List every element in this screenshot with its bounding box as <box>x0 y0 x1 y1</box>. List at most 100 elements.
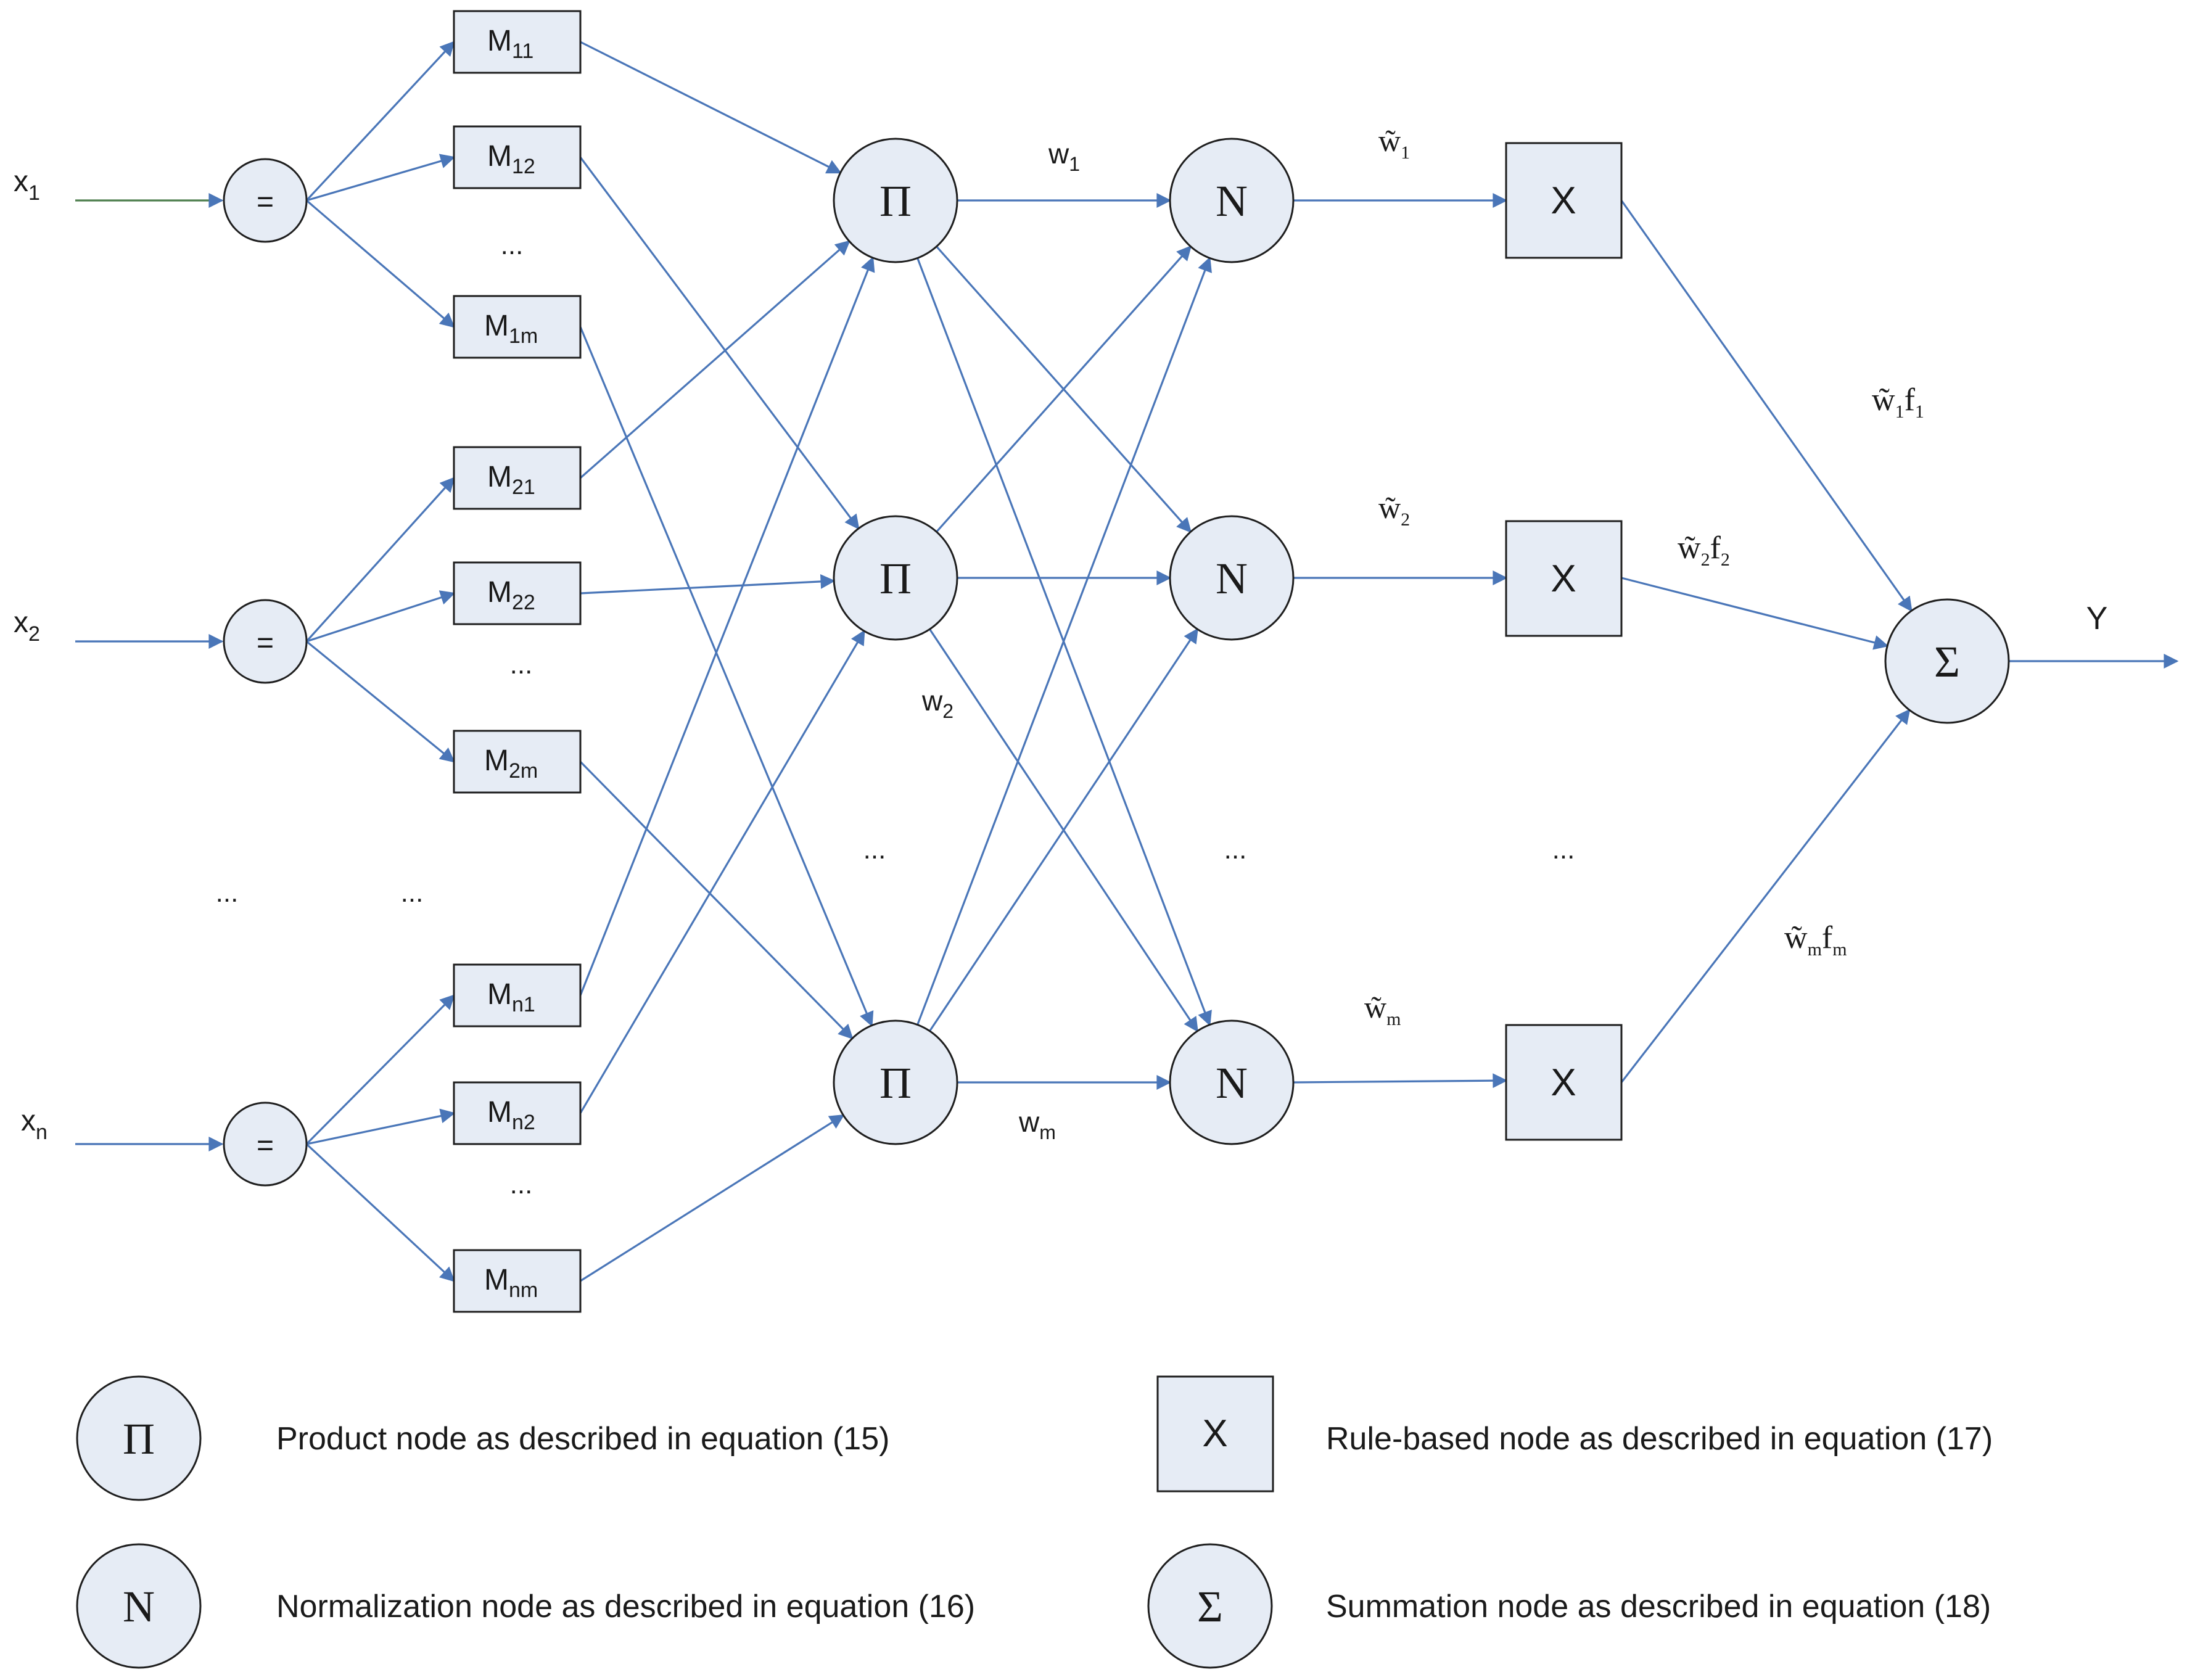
edge-equal-to-membership-3 <box>305 199 455 328</box>
svg-text:Σ: Σ <box>1934 637 1960 686</box>
normalization-node-2: N <box>1169 515 1295 641</box>
legend-product: Π Product node as described in equation … <box>76 1375 889 1501</box>
input-label-xn: xn <box>21 1105 47 1144</box>
membership-node-m11: M11 <box>453 10 582 74</box>
normalized-weight-label-2: w̃2 <box>1378 490 1410 530</box>
ellipsis-rules: ... <box>1552 834 1575 865</box>
normalized-weight-label-1: w̃1 <box>1378 123 1410 163</box>
svg-text:=: = <box>257 186 274 218</box>
ellipsis-membership-group-n: ... <box>510 1169 533 1200</box>
edge-membership-to-product-7 <box>579 256 875 996</box>
normalization-node-1: N <box>1169 138 1295 263</box>
svg-text:M2m: M2m <box>484 744 538 783</box>
rule-output-label-1: w̃1f1 <box>1872 382 1924 422</box>
svg-text:X: X <box>1202 1412 1227 1455</box>
membership-node-m21: M21 <box>453 446 582 510</box>
rule-node-2: X <box>1505 520 1623 637</box>
membership-node-mn2: Mn2 <box>453 1081 582 1145</box>
edge-membership-to-product-6 <box>579 760 854 1040</box>
edge-normalization-m-to-rule-m <box>1293 1073 1508 1089</box>
svg-text:Π: Π <box>879 1058 912 1108</box>
weight-label-wm: wm <box>1018 1106 1056 1143</box>
edge-membership-to-product-9 <box>580 1114 845 1282</box>
legend-product-symbol <box>76 1375 202 1501</box>
edge-equal-to-membership-4 <box>305 477 455 643</box>
svg-text:N: N <box>1216 1058 1248 1108</box>
edge-rule-1-to-summation <box>1620 200 1913 612</box>
edge-membership-to-product-3 <box>579 326 874 1027</box>
svg-text:Mnm: Mnm <box>484 1264 538 1302</box>
ellipsis-memberships: ... <box>401 878 424 908</box>
edge-membership-to-product-8 <box>579 630 865 1114</box>
svg-text:Π: Π <box>879 554 912 603</box>
connection-lines <box>75 41 2179 1282</box>
legend-rule-text: Rule-based node as described in equation… <box>1326 1421 1993 1457</box>
edge-equal-to-membership-7 <box>305 994 455 1145</box>
svg-text:N: N <box>1216 176 1248 226</box>
legend-rule: X Rule-based node as described in equati… <box>1156 1375 1993 1493</box>
ellipsis-inputs: ... <box>216 878 239 908</box>
membership-node-m22: M22 <box>453 561 582 625</box>
edge-membership-to-product-5 <box>580 574 836 595</box>
edge-rule-2-to-summation <box>1621 577 1889 650</box>
membership-node-mnm: Mnm <box>453 1249 582 1313</box>
svg-text:M22: M22 <box>487 576 535 614</box>
svg-text:M21: M21 <box>487 461 535 499</box>
svg-text:M11: M11 <box>487 25 533 63</box>
edge-equal-to-membership-2 <box>306 154 456 202</box>
legend-product-text: Product node as described in equation (1… <box>276 1421 889 1457</box>
membership-node-m1m: M1m <box>453 295 582 359</box>
edge-equal-to-membership-1 <box>305 41 455 202</box>
svg-text:X: X <box>1551 558 1576 600</box>
output-label-y: Y <box>2086 601 2108 636</box>
product-node-2: Π <box>833 515 958 641</box>
legend-summation-text: Summation node as described in equation … <box>1326 1589 1991 1624</box>
rule-output-label-m: w̃mfm <box>1784 920 1847 960</box>
rule-node-1: X <box>1505 142 1623 259</box>
ellipsis-membership-group-1: ... <box>501 230 524 260</box>
normalization-node-m: N <box>1169 1019 1295 1145</box>
svg-text:Π: Π <box>879 176 912 226</box>
ellipsis-membership-group-2: ... <box>510 649 533 680</box>
edge-membership-to-product-2 <box>579 157 860 530</box>
edge-product-3-to-normalization-1 <box>916 257 1212 1026</box>
svg-text:X: X <box>1551 1061 1576 1104</box>
membership-node-m12: M12 <box>453 125 582 189</box>
svg-text:N: N <box>123 1582 155 1631</box>
weight-label-w2: w2 <box>921 685 953 722</box>
edge-membership-to-product-4 <box>579 240 850 479</box>
svg-text:Π: Π <box>123 1414 155 1464</box>
ellipsis-products: ... <box>863 834 886 865</box>
legend-summation-symbol <box>1147 1543 1273 1669</box>
legend-normalization-text: Normalization node as described in equat… <box>276 1589 975 1624</box>
edge-equal-to-membership-8 <box>306 1108 456 1145</box>
membership-node-m2m: M2m <box>453 730 582 794</box>
svg-text:Σ: Σ <box>1197 1582 1223 1631</box>
legend-normalization: N Normalization node as described in equ… <box>76 1543 975 1669</box>
input-label-x2: x2 <box>14 606 40 646</box>
product-node-1: Π <box>833 138 958 263</box>
svg-text:X: X <box>1551 179 1576 222</box>
weight-label-w1: w1 <box>1048 138 1080 175</box>
equal-node-2: = <box>223 599 308 684</box>
svg-text:=: = <box>257 627 274 659</box>
rule-node-m: X <box>1505 1024 1623 1141</box>
input-label-x1: x1 <box>14 165 40 205</box>
ellipsis-normalizations: ... <box>1224 834 1247 865</box>
rule-output-label-2: w̃2f2 <box>1678 530 1730 570</box>
edge-product-2-to-normalization-1 <box>936 245 1192 533</box>
edge-product-3-to-normalization-2 <box>929 628 1198 1032</box>
svg-text:M1m: M1m <box>484 310 538 348</box>
legend-rule-symbol <box>1156 1375 1274 1493</box>
summation-node: Σ <box>1884 598 2010 724</box>
equal-node-1: = <box>223 158 308 243</box>
edge-equal-to-membership-6 <box>305 640 455 763</box>
edge-equal-to-membership-5 <box>306 590 456 643</box>
svg-text:=: = <box>257 1129 274 1162</box>
membership-node-mn1: Mn1 <box>453 963 582 1027</box>
svg-text:M12: M12 <box>487 140 535 178</box>
normalized-weight-label-m: w̃m <box>1364 990 1401 1029</box>
product-node-m: Π <box>833 1019 958 1145</box>
legend: Π Product node as described in equation … <box>76 1375 1993 1669</box>
